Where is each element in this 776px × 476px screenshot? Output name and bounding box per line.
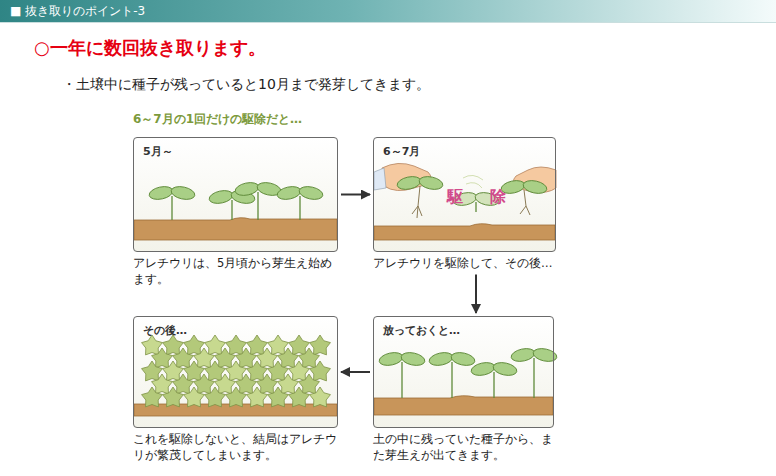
panel-caption: アレチウリを駆除して、その後…	[373, 256, 556, 272]
flow-arrow	[341, 194, 370, 196]
soil	[374, 396, 553, 415]
heading: ○一年に数回抜き取ります。	[34, 36, 266, 60]
soil	[134, 218, 337, 240]
header-line	[0, 22, 776, 23]
panel-ground	[373, 137, 556, 252]
vine-leaf	[142, 387, 163, 407]
step-panel: 放っておくと… 土の中に残っていた種子から、また芽生えが出てきます。	[373, 316, 554, 463]
root	[520, 190, 530, 215]
panel-frame: 6～7月	[373, 137, 556, 252]
vine-leaf	[226, 387, 247, 407]
seedling	[148, 185, 196, 220]
step-panel: 5月～ アレチウリは、5月頃から芽生え始めます。	[133, 137, 338, 287]
panel-caption: アレチウリは、5月頃から芽生え始めます。	[133, 256, 338, 287]
seedling	[428, 351, 476, 398]
flow-arrow	[475, 275, 477, 313]
page-title: ■ 抜き取りのポイント-3	[10, 3, 145, 20]
vine-leaf	[310, 361, 331, 381]
seedling	[396, 175, 444, 192]
header-bar	[0, 0, 776, 22]
vine-leaf	[268, 387, 289, 407]
panel-caption: これを駆除しないと、結局はアレチウリが繁茂してしまいます。	[133, 432, 338, 463]
seedling	[276, 185, 324, 220]
vine-leaf	[184, 387, 205, 407]
seedling	[500, 179, 548, 196]
vine-leaf	[289, 387, 310, 407]
sleeve	[374, 168, 386, 190]
action-label: 除	[490, 187, 506, 208]
vine-leaf	[310, 335, 331, 355]
seedling	[378, 351, 426, 398]
panel-heading: 6～7月	[383, 144, 420, 159]
panel-ground	[133, 316, 338, 428]
panel-ground	[373, 316, 554, 428]
bullet-note: ・土壌中に種子が残っていると10月まで発芽してきます。	[62, 76, 430, 94]
panel-caption: 土の中に残っていた種子から、また芽生えが出てきます。	[373, 432, 554, 463]
root	[412, 186, 422, 218]
motion-lines	[463, 175, 483, 188]
soil	[374, 224, 555, 240]
vine-leaf	[310, 387, 331, 407]
panel-frame: 5月～	[133, 137, 338, 252]
action-label: 駆	[447, 187, 463, 208]
panel-heading: 5月～	[143, 144, 173, 159]
subtitle: 6～7月の1回だけの駆除だと…	[133, 111, 302, 128]
panel-heading: その後…	[143, 323, 187, 338]
vine-leaf	[163, 387, 184, 407]
seedling	[470, 361, 518, 398]
panel-ground	[133, 137, 338, 252]
vine-leaf	[247, 387, 268, 407]
vine-leaf	[205, 387, 226, 407]
panel-frame: 放っておくと…	[373, 316, 554, 428]
soil	[134, 404, 337, 416]
panel-heading: 放っておくと…	[383, 323, 460, 338]
flow-arrow	[341, 371, 370, 373]
step-panel: その後… これを駆除しないと、結局はアレチウリが繁茂してしまいます。	[133, 316, 338, 463]
step-panel: 6～7月アレチウリを駆除して、その後…	[373, 137, 556, 272]
seedling	[234, 181, 282, 220]
panel-frame: その後…	[133, 316, 338, 428]
seedling	[510, 347, 558, 398]
